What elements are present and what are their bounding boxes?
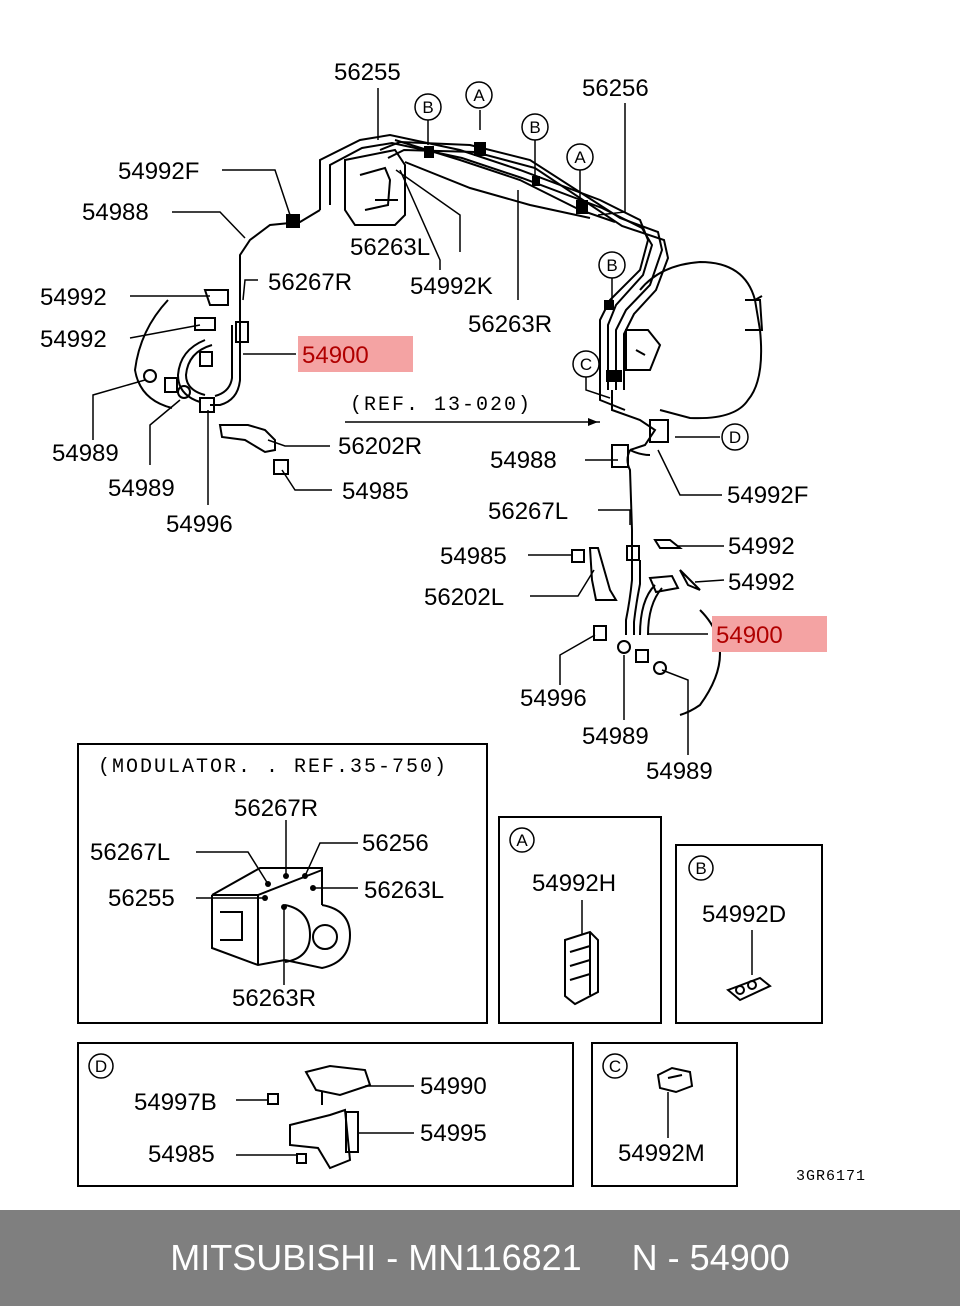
callout-circles [414, 81, 749, 451]
box-d-label-54985: 54985 [148, 1141, 215, 1168]
mod-label-56267R: 56267R [234, 795, 318, 822]
label-54989-d: 54989 [646, 758, 713, 785]
label-54992-c: 54992 [728, 533, 795, 560]
label-56202L: 56202L [424, 584, 504, 611]
inset-box-a: A 54992H [498, 816, 662, 1024]
hcu-unit-drawing [344, 148, 406, 226]
right-hose-assembly [571, 419, 721, 716]
footer-bar: MITSUBISHI - MN116821 N - 54900 [0, 1210, 960, 1306]
modulator-drawing [211, 867, 352, 970]
label-56263R-top: 56263R [468, 311, 552, 338]
label-54900-left: 54900 [302, 342, 369, 369]
callout-b-2 [521, 113, 549, 141]
box-c-part: 54992M [618, 1140, 705, 1167]
callout-d-1 [721, 423, 749, 451]
reference-label: (REF. 13-020) [350, 394, 532, 417]
mod-label-56263L: 56263L [364, 877, 444, 904]
label-54985-left: 54985 [342, 478, 409, 505]
label-54988-top: 54988 [82, 199, 149, 226]
callout-b-2-label: B [529, 118, 540, 137]
label-54992F-top: 54992F [118, 158, 199, 185]
modulator-ports [262, 873, 316, 910]
leader-lines [92, 88, 725, 755]
modulator-box-title: (MODULATOR. . REF.35-750) [98, 756, 448, 779]
footer-text: MITSUBISHI - MN116821 N - 54900 [170, 1237, 790, 1278]
callout-a-1 [465, 81, 493, 109]
box-a-part: 54992H [532, 870, 616, 897]
label-54900-right: 54900 [716, 622, 783, 649]
label-54992-a: 54992 [40, 284, 107, 311]
box-a-letter: A [516, 831, 528, 850]
label-56267L-right: 56267L [488, 498, 568, 525]
label-54996-left: 54996 [166, 511, 233, 538]
brake-line-diagram: A B B A B C D 56255 56256 54992F 54988 5… [40, 59, 866, 1187]
inset-box-c: C 54992M [591, 1042, 738, 1187]
callout-d-1-label: D [729, 428, 741, 447]
highlight-54900-left [298, 336, 413, 372]
box-d-label-54997B: 54997B [134, 1089, 217, 1116]
label-56255: 56255 [334, 59, 401, 86]
box-d-letter: D [95, 1057, 107, 1076]
brake-booster-drawing [625, 260, 764, 420]
mod-label-56256: 56256 [362, 830, 429, 857]
label-56263L-top: 56263L [350, 234, 430, 261]
box-b-letter: B [695, 859, 706, 878]
callout-b-1-label: B [422, 98, 433, 117]
label-54992F-right: 54992F [727, 482, 808, 509]
label-54992-b: 54992 [40, 326, 107, 353]
clip-54992M-drawing [656, 1066, 694, 1094]
callout-c-1 [572, 350, 600, 378]
inset-box-d: D 54997B 54990 54995 54985 [77, 1042, 574, 1187]
inset-box-b: B 54992D [675, 844, 823, 1024]
callout-b-3 [598, 251, 626, 279]
callout-a-2-label: A [574, 148, 586, 167]
callout-b-1 [414, 93, 442, 121]
label-54988-right: 54988 [490, 447, 557, 474]
mod-label-56267L: 56267L [90, 839, 170, 866]
label-54996-right: 54996 [520, 685, 587, 712]
mod-label-56263R: 56263R [232, 985, 316, 1012]
mod-label-56255: 56255 [108, 885, 175, 912]
left-hose-assembly [133, 289, 289, 475]
label-54989-a: 54989 [52, 440, 119, 467]
label-54989-b: 54989 [108, 475, 175, 502]
bracket-drawing [267, 1064, 372, 1170]
label-56256: 56256 [582, 75, 649, 102]
main-brake-pipes [239, 133, 670, 451]
label-54989-c: 54989 [582, 723, 649, 750]
clip-54992H-drawing [564, 930, 599, 1006]
clip-54992D-drawing [726, 976, 772, 1002]
label-54992K: 54992K [410, 273, 493, 300]
label-54992-d: 54992 [728, 569, 795, 596]
pipe-clips [286, 142, 622, 382]
callout-a-2 [566, 143, 594, 171]
callout-c-1-label: C [580, 355, 592, 374]
highlight-54900-right [712, 616, 827, 652]
box-c-letter: C [609, 1057, 621, 1076]
label-56267R-top: 56267R [268, 269, 352, 296]
callout-b-3-label: B [606, 256, 617, 275]
label-56202R: 56202R [338, 433, 422, 460]
box-b-part: 54992D [702, 901, 786, 928]
box-d-label-54990: 54990 [420, 1073, 487, 1100]
box-d-label-54995: 54995 [420, 1120, 487, 1147]
modulator-box: (MODULATOR. . REF.35-750) 56267R 56267L [77, 743, 488, 1024]
callout-a-1-label: A [473, 86, 485, 105]
label-54985-right: 54985 [440, 543, 507, 570]
ref-arrow [588, 418, 598, 426]
drawing-code: 3GR6171 [796, 1168, 866, 1185]
